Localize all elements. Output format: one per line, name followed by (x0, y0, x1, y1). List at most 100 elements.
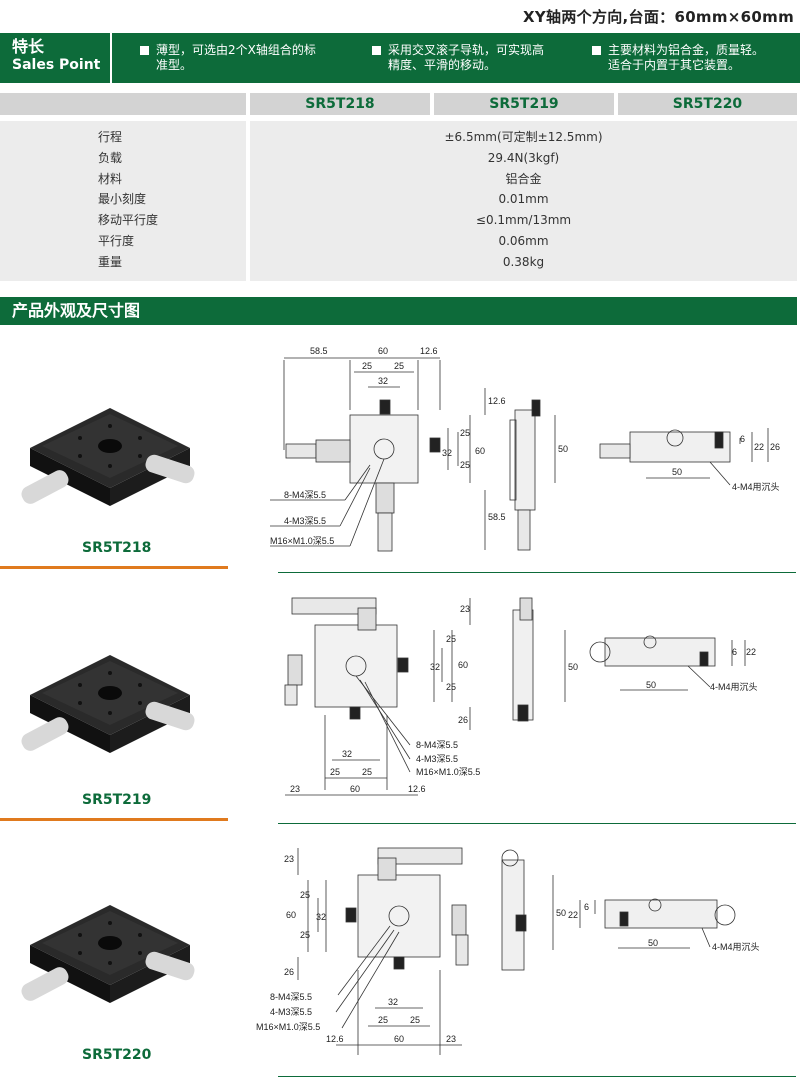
dim-label: 25 (362, 767, 372, 777)
spec-label: 重量 (98, 254, 123, 269)
product-name: SR5T219 (82, 792, 152, 808)
dim-label: 50 (672, 467, 682, 477)
sales-point-label-en: Sales Point (12, 57, 101, 73)
sales-point-item: 主要材料为铝合金，质量轻。 适合于内置于其它装置。 (592, 43, 764, 73)
section-title: 产品外观及尺寸图 (0, 297, 797, 325)
page-title: XY轴两个方向,台面：60mm×60mm (523, 8, 794, 26)
sales-point-item: 薄型，可选由2个X轴组合的标 准型。 (140, 43, 316, 73)
dim-label: 12.6 (488, 396, 506, 406)
sales-point-text: 适合于内置于其它装置。 (608, 58, 741, 72)
note-label: M16×M1.0深5.5 (270, 536, 334, 546)
orange-divider (0, 566, 228, 569)
product-photo-sr5t218 (18, 408, 197, 507)
side-note: 4-M4用沉头 (710, 682, 758, 692)
dim-label: 25 (378, 1015, 388, 1025)
sales-point-bar (0, 33, 800, 83)
note-label: M16×M1.0深5.5 (256, 1022, 320, 1032)
dim-label: 6 (740, 434, 745, 444)
spec-value: 0.06mm (498, 233, 549, 248)
spec-label: 负载 (98, 150, 123, 165)
dim-label: 22 (568, 910, 578, 920)
dim-label: 60 (394, 1034, 404, 1044)
dim-label: 32 (378, 376, 388, 386)
dim-label: 23 (446, 1034, 456, 1044)
green-divider (278, 572, 796, 573)
dim-label: 23 (460, 604, 470, 614)
spec-value: 0.01mm (498, 192, 549, 207)
spec-label: 最小刻度 (98, 192, 147, 207)
sales-point-text: 采用交叉滚子导轨，可实现高 (388, 43, 545, 57)
dim-label: 26 (458, 715, 468, 725)
spec-value: ≤0.1mm/13mm (475, 213, 572, 228)
dim-label: 32 (342, 749, 352, 759)
note-label: M16×M1.0深5.5 (416, 767, 480, 777)
dim-label: 6 (584, 902, 589, 912)
dim-label: 12.6 (420, 346, 438, 356)
sales-point-text: 薄型，可选由2个X轴组合的标 (156, 43, 316, 57)
dimension-drawing-sr5t218: 58.5 60 12.6 25 25 32 12.6 25 25 32 60 5… (270, 346, 780, 552)
dim-label: 25 (330, 767, 340, 777)
sales-point-label-cn: 特长 (12, 37, 45, 56)
note-label: 8-M4深5.5 (270, 992, 312, 1002)
product-name: SR5T220 (82, 1047, 152, 1063)
product-photo-sr5t220 (18, 905, 197, 1004)
model-header: SR5T219 (434, 93, 614, 115)
dim-label: 32 (430, 662, 440, 672)
note-label: 8-M4深5.5 (416, 740, 458, 750)
dim-label: 50 (556, 908, 566, 918)
dim-label: 25 (394, 361, 404, 371)
side-note: 4-M4用沉头 (732, 482, 780, 492)
sales-point-label: 特长 Sales Point (0, 33, 112, 83)
dim-label: 26 (284, 967, 294, 977)
dim-label: 22 (754, 442, 764, 452)
sales-point-text: 精度、平滑的移动。 (388, 58, 497, 72)
sales-point-text: 主要材料为铝合金，质量轻。 (608, 43, 765, 57)
dim-label: 60 (286, 910, 296, 920)
green-divider (278, 823, 796, 824)
dim-label: 50 (558, 444, 568, 454)
dim-label: 23 (284, 854, 294, 864)
spec-label: 移动平行度 (98, 213, 159, 228)
spec-value: 29.4N(3kgf) (487, 150, 560, 165)
spec-values: ±6.5mm(可定制±12.5mm) 29.4N(3kgf) 铝合金 0.01m… (250, 121, 797, 281)
dim-label: 25 (446, 634, 456, 644)
product-name: SR5T218 (82, 540, 152, 556)
note-label: 4-M3深5.5 (416, 754, 458, 764)
dim-label: 60 (475, 446, 485, 456)
dim-label: 23 (290, 784, 300, 794)
note-label: 4-M3深5.5 (270, 1007, 312, 1017)
dim-label: 50 (646, 680, 656, 690)
spec-value: 铝合金 (505, 171, 542, 186)
green-divider (278, 1076, 796, 1077)
dim-label: 50 (568, 662, 578, 672)
dim-label: 32 (442, 448, 452, 458)
dim-label: 26 (770, 442, 780, 452)
dim-label: 22 (746, 647, 756, 657)
dim-label: 25 (300, 930, 310, 940)
dim-label: 60 (378, 346, 388, 356)
sales-point-item: 采用交叉滚子导轨，可实现高 精度、平滑的移动。 (372, 43, 544, 73)
dim-label: 25 (446, 682, 456, 692)
dim-label: 6 (732, 647, 737, 657)
side-note: 4-M4用沉头 (712, 942, 760, 952)
dim-label: 50 (648, 938, 658, 948)
spec-header-blank (0, 93, 246, 115)
note-label: 8-M4深5.5 (284, 490, 326, 500)
dim-label: 32 (388, 997, 398, 1007)
dim-label: 25 (460, 460, 470, 470)
model-header: SR5T218 (250, 93, 430, 115)
note-label: 4-M3深5.5 (284, 516, 326, 526)
dim-label: 60 (458, 660, 468, 670)
orange-divider (0, 818, 228, 821)
dim-label: 25 (300, 890, 310, 900)
dim-label: 32 (316, 912, 326, 922)
spec-value: 0.38kg (502, 254, 545, 269)
spec-label: 平行度 (98, 233, 135, 248)
spec-labels: 行程 负载 材料 最小刻度 移动平行度 平行度 重量 (0, 121, 246, 281)
dim-label: 60 (350, 784, 360, 794)
dimension-drawing-sr5t219: 23 25 32 25 60 26 50 6 22 50 32 25 25 23… (284, 597, 758, 796)
product-photo-sr5t219 (18, 655, 197, 754)
dim-label: 12.6 (326, 1034, 344, 1044)
sales-point-text: 准型。 (156, 58, 193, 72)
dim-label: 58.5 (488, 512, 506, 522)
